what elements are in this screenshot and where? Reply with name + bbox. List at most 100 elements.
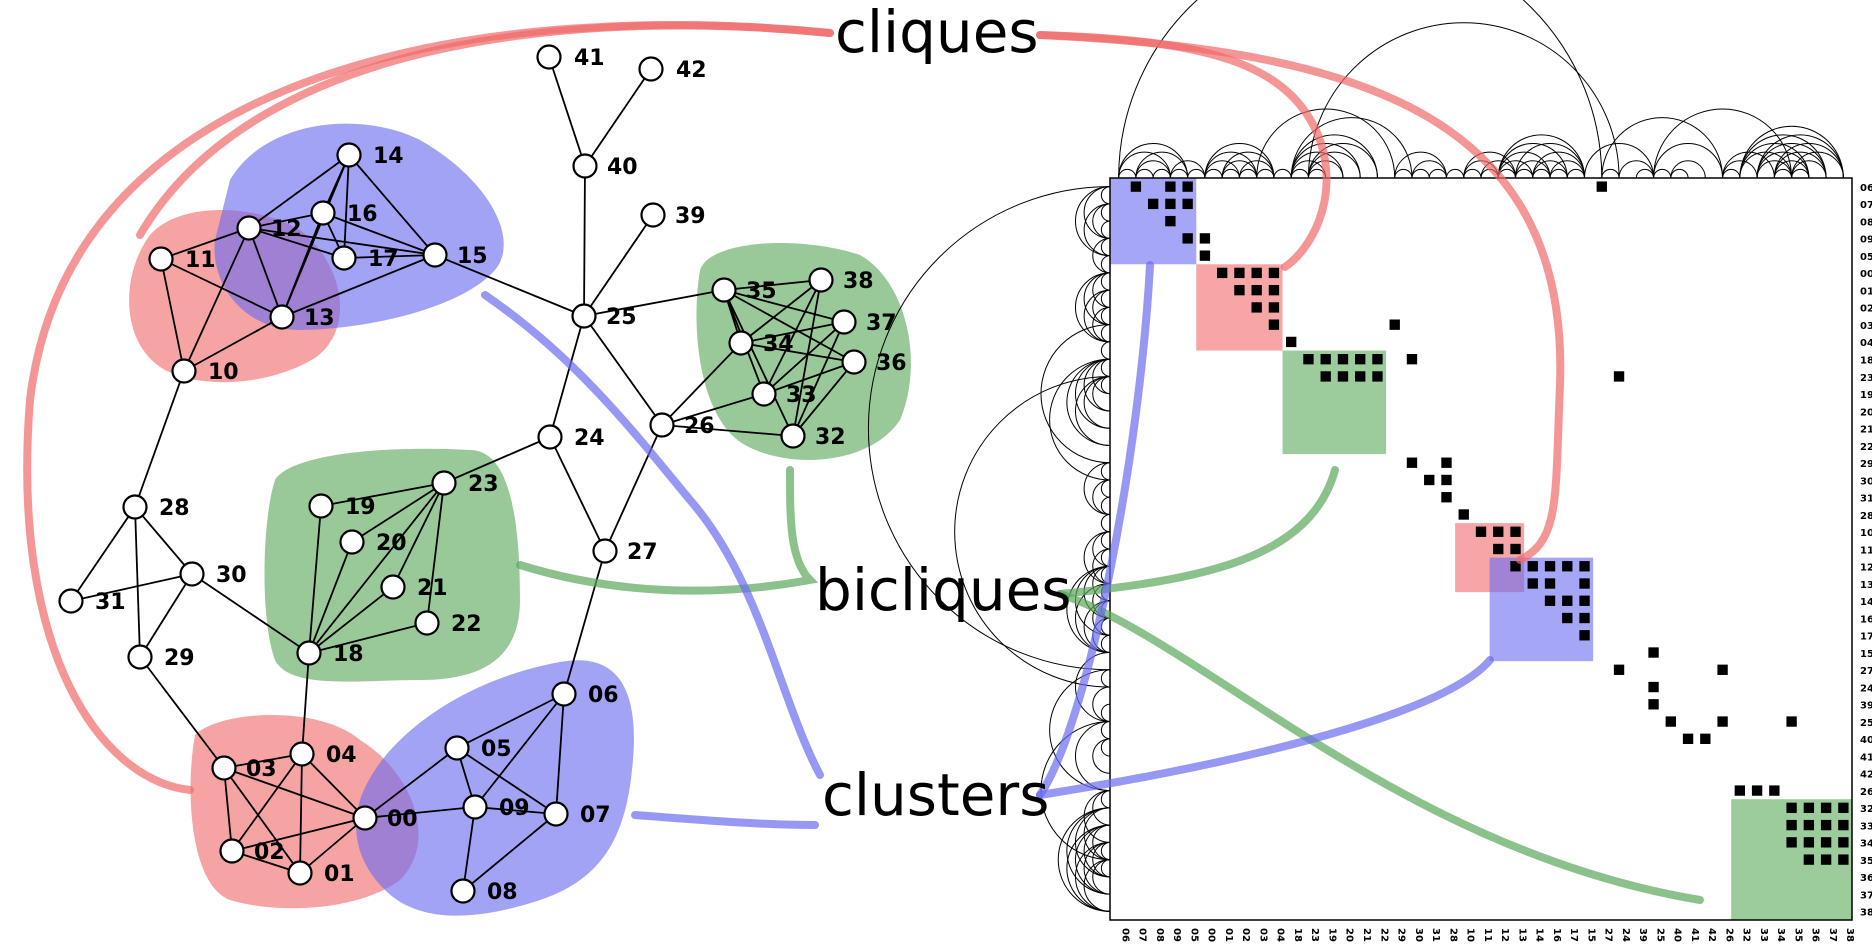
node-label: 19 <box>345 495 376 520</box>
node-20: 20 <box>339 529 407 556</box>
edge-18-04 <box>301 652 310 755</box>
matrix-col-label: 26 <box>1723 928 1734 942</box>
matrix-row-label: 02 <box>1860 304 1872 315</box>
matrix-col-label: 22 <box>1378 928 1389 942</box>
node-circle <box>122 494 148 520</box>
arc-top-34-37 <box>1773 151 1827 179</box>
arc-top-26-33 <box>1722 160 1758 179</box>
arc-left-04-02 <box>1092 306 1111 343</box>
matrix-cell-12-16 <box>1544 561 1556 572</box>
arc-left-05-06 <box>1075 186 1111 257</box>
matrix-col-label: 04 <box>1275 928 1286 942</box>
edge-22-18 <box>308 622 428 654</box>
matrix-row-label: 06 <box>1860 183 1872 194</box>
matrix-row-label: 21 <box>1860 425 1872 436</box>
connector-clusters-to-matrix-b <box>1036 656 1494 799</box>
matrix-cell-14-16 <box>1544 595 1556 606</box>
edge-23-21 <box>392 482 445 588</box>
node-32: 32 <box>780 423 846 450</box>
matrix-row-label: 01 <box>1860 286 1872 297</box>
arc-top-33-38 <box>1756 134 1844 179</box>
node-label: 18 <box>333 642 364 667</box>
arc-top-16-13 <box>1515 160 1551 179</box>
arc-top-17-15 <box>1566 169 1586 179</box>
arc-top-39-25 <box>1635 168 1655 179</box>
arc-top-04-00 <box>1204 143 1275 179</box>
matrix-cell-35-37 <box>1820 854 1832 865</box>
node-circle <box>289 741 315 767</box>
matrix-cell-13-15 <box>1579 578 1590 589</box>
arc-top-29-03 <box>1256 108 1396 179</box>
edge-29-03 <box>139 656 225 769</box>
matrix-row-label: 40 <box>1860 735 1872 746</box>
edge-09-08 <box>462 806 476 892</box>
node-circle <box>592 538 618 564</box>
matrix-col-label: 42 <box>1706 928 1717 942</box>
node-label: 17 <box>368 247 399 272</box>
matrix-col-label: 24 <box>1620 928 1631 942</box>
matrix-col-label: 34 <box>1775 928 1786 942</box>
matrix-cell-39-25 <box>1648 699 1659 710</box>
node-label: 09 <box>499 796 530 821</box>
arc-left-24-23 <box>954 375 1111 688</box>
node-circle <box>339 529 365 555</box>
arc-left-35-34 <box>1100 841 1111 861</box>
matrix-cell-32-38 <box>1838 802 1849 814</box>
matrix-cell-00-02 <box>1234 267 1245 279</box>
arc-left-41-40 <box>1100 738 1111 757</box>
matrix-row-label: 35 <box>1860 856 1872 867</box>
node-circle <box>211 755 237 781</box>
matrix-row-label: 19 <box>1860 390 1872 401</box>
node-label: 38 <box>843 269 874 294</box>
edge-13-15 <box>281 254 436 318</box>
matrix-cell-12-17 <box>1562 561 1573 572</box>
edge-24-23 <box>443 436 551 484</box>
matrix-cell-35-34 <box>1786 837 1797 848</box>
node-01: 01 <box>287 860 355 887</box>
arc-left-30-18 <box>1049 358 1111 481</box>
node-circle <box>414 610 440 636</box>
node-label: 15 <box>457 244 488 269</box>
node-circle <box>336 142 362 168</box>
node-label: 23 <box>468 472 499 497</box>
node-04: 04 <box>289 741 357 768</box>
matrix-cell-06-07 <box>1130 181 1142 192</box>
edge-03-04 <box>223 753 303 769</box>
node-03: 03 <box>211 755 277 782</box>
matrix-cell-05-07 <box>1182 198 1193 210</box>
matrix-cell-34-36 <box>1803 837 1815 848</box>
arc-top-28-31 <box>1428 168 1447 179</box>
arc-top-25-24 <box>1618 160 1655 179</box>
matrix-cell-23-20 <box>1337 371 1349 382</box>
matrix-col-label: 25 <box>1654 928 1665 942</box>
matrix-col-label: 12 <box>1499 928 1510 942</box>
arc-top-33-36 <box>1756 151 1810 179</box>
matrix-cell-32-36 <box>1803 802 1815 814</box>
node-label: 13 <box>304 306 335 331</box>
node-circle <box>536 44 562 70</box>
matrix-cell-28-30 <box>1441 474 1452 486</box>
arc-left-23-21 <box>1083 375 1111 429</box>
matrix-cell-12-15 <box>1579 561 1590 572</box>
matrix-cell-35-33 <box>1786 819 1797 831</box>
arc-top-03-02 <box>1238 169 1258 179</box>
arc-left-04-00 <box>1075 272 1111 343</box>
node-circle <box>450 878 476 904</box>
node-circle <box>219 838 245 864</box>
edge-26-32 <box>661 424 794 437</box>
arc-left-17-15 <box>1100 634 1111 654</box>
edge-06-07 <box>555 693 565 815</box>
matrix-col-label: 17 <box>1568 928 1579 942</box>
node-circle <box>780 423 806 449</box>
arc-left-08-07 <box>1100 203 1111 222</box>
arc-top-08-07 <box>1135 168 1154 179</box>
connector-bicliques-to-matrix-b <box>1056 590 1704 904</box>
edge-10-28 <box>134 370 185 508</box>
arc-left-01-02 <box>1100 289 1111 308</box>
edge-03-01 <box>223 767 301 874</box>
node-00: 00 <box>352 805 418 832</box>
node-24: 24 <box>537 424 605 451</box>
connector-clusters-to-left-a <box>481 291 824 779</box>
matrix-row-label: 22 <box>1860 442 1872 453</box>
matrix-row-label: 42 <box>1860 770 1872 781</box>
